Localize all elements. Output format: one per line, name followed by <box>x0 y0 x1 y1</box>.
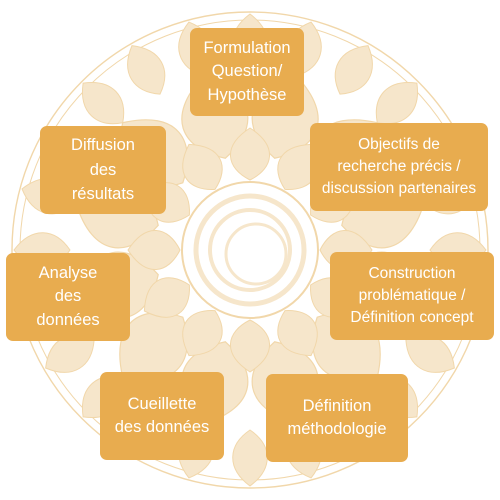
step-line: Construction <box>368 265 456 282</box>
step-line: discussion partenaires <box>321 180 477 197</box>
step-construction-problematique: Construction problématique / Définition … <box>330 252 494 340</box>
step-line: des <box>89 160 117 179</box>
step-line: Définition <box>302 396 372 415</box>
step-line: données <box>36 310 100 329</box>
step-line: des données <box>114 418 210 436</box>
step-line: Cueillette <box>127 394 197 413</box>
step-diffusion-resultats: Diffusion des résultats <box>40 126 166 214</box>
step-cueillette-donnees: Cueillette des données <box>100 372 224 460</box>
step-objectifs-recherche: Objectifs de recherche précis / discussi… <box>310 123 488 211</box>
step-line: Objectifs de <box>358 136 440 153</box>
step-line: des <box>54 287 82 306</box>
step-line: Définition concept <box>350 309 474 326</box>
step-line: Diffusion <box>71 135 135 154</box>
step-formulation-question: Formulation Question/ Hypothèse <box>190 28 304 116</box>
step-line: Formulation <box>203 38 291 57</box>
step-line: recherche précis / <box>337 158 461 175</box>
step-line: Question/ <box>211 62 283 81</box>
step-analyse-donnees: Analyse des données <box>6 253 130 341</box>
step-line: Analyse <box>38 263 98 282</box>
step-line: Hypothèse <box>207 85 287 104</box>
step-line: méthodologie <box>287 420 387 438</box>
step-line: résultats <box>71 185 135 204</box>
step-definition-methodologie: Définition méthodologie <box>266 374 408 462</box>
step-line: problématique / <box>358 287 466 304</box>
